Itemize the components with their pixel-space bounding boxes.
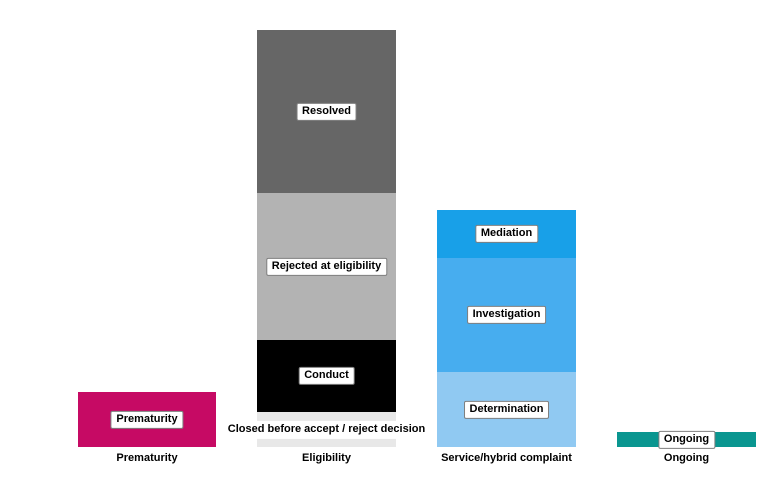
segment-label-conduct: Conduct <box>298 366 355 386</box>
axis-label-eligibility: Eligibility <box>302 452 351 464</box>
axis-label-prematurity: Prematurity <box>116 452 178 464</box>
segment-label-determination: Determination <box>463 400 550 419</box>
segment-label-prematurity: Prematurity <box>110 410 184 429</box>
segment-label-ongoing: Ongoing <box>657 430 716 449</box>
axis-label-ongoing: Ongoing <box>663 452 710 464</box>
segment-label-mediation: Mediation <box>474 224 539 244</box>
segment-label-resolved: Resolved <box>296 102 357 121</box>
segment-label-investigation: Investigation <box>466 305 547 325</box>
segment-label-closed-before-accept-reject-decision: Closed before accept / reject decision <box>221 420 432 439</box>
segment-label-rejected-at-eligibility: Rejected at eligibility <box>265 257 388 276</box>
axis-label-service-hybrid-complaint: Service/hybrid complaint <box>441 452 572 464</box>
